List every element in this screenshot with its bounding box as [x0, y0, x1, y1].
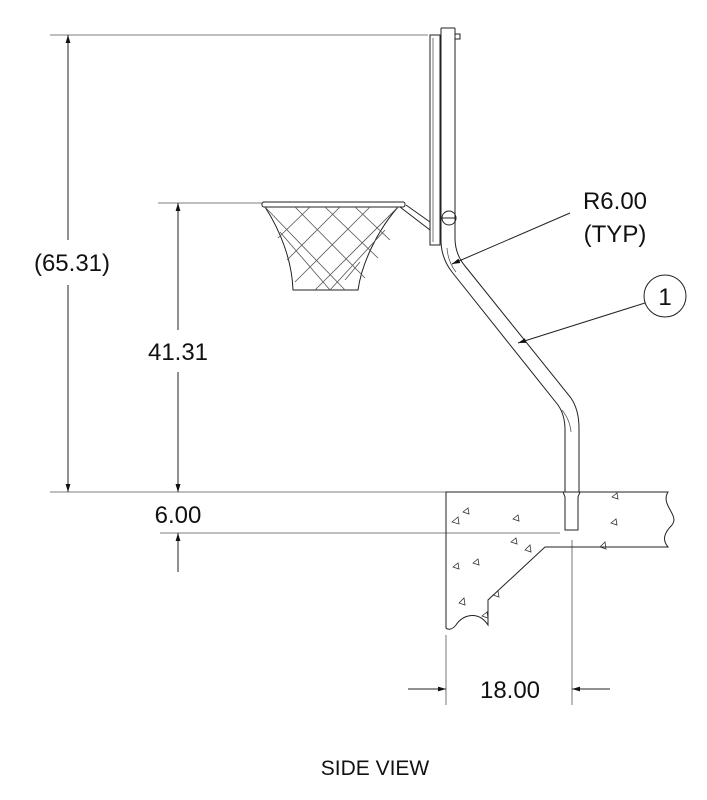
- radius-typ-label: (TYP): [584, 221, 647, 248]
- dimension-rim-height: 41.31: [148, 203, 208, 492]
- dimension-offset: 18.00: [408, 677, 610, 704]
- view-title: SIDE VIEW: [321, 757, 430, 780]
- dimension-slab-depth: 6.00: [155, 470, 202, 572]
- offset-label: 18.00: [480, 677, 540, 704]
- radius-callout: R6.00 (TYP): [451, 188, 647, 265]
- backboard: [429, 34, 441, 246]
- item-balloon: 1: [517, 274, 687, 344]
- concrete-footing: [445, 491, 675, 630]
- overall-height-label: (65.31): [34, 250, 110, 277]
- pole: [440, 27, 580, 492]
- rim-height-label: 41.31: [148, 339, 208, 366]
- radius-label: R6.00: [583, 188, 647, 215]
- extension-lines: [50, 34, 573, 705]
- basketball-rim-net: [261, 201, 431, 291]
- slab-depth-label: 6.00: [155, 502, 202, 529]
- balloon-number: 1: [658, 284, 671, 311]
- dimension-overall-height: (65.31): [34, 35, 110, 492]
